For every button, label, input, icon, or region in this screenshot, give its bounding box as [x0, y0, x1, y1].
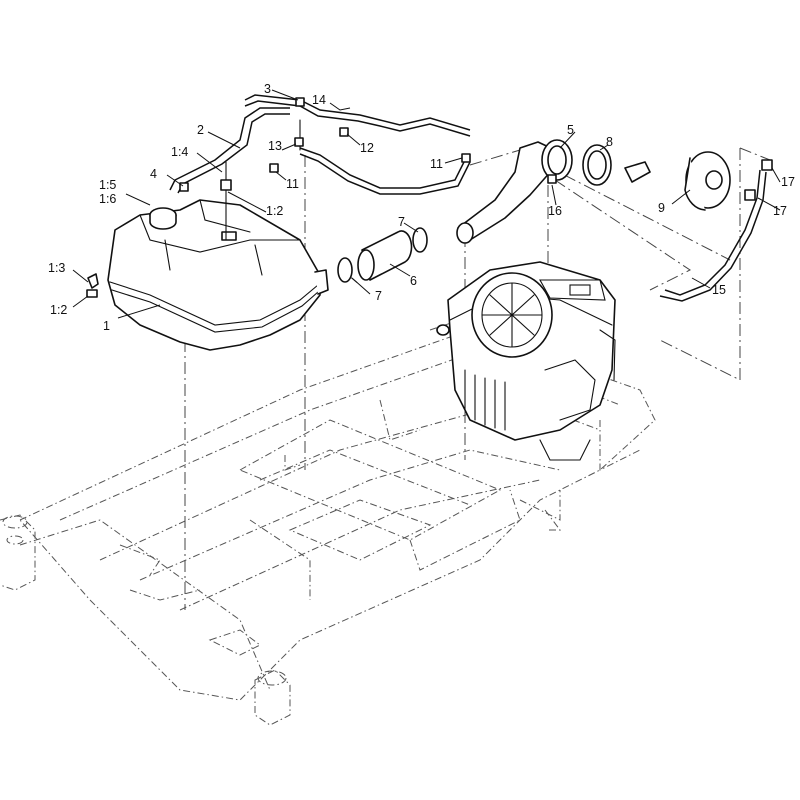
callout-11-left: 11	[286, 177, 299, 191]
callout-14: 14	[312, 93, 326, 107]
fuel-cap	[624, 151, 731, 211]
callout-7-lower: 7	[375, 289, 382, 303]
callout-13: 13	[268, 139, 282, 153]
callout-16: 16	[548, 204, 562, 218]
callout-labels: 1 1:2 1:3 1:4 1:5 1:6 1:2 2 3 4 5 6 7 7 …	[48, 82, 795, 333]
tank-fitting	[86, 273, 99, 298]
fuel-hose-assembly	[337, 227, 428, 283]
engine	[436, 261, 616, 461]
fuel-tank	[107, 199, 329, 351]
hose-clamps	[179, 97, 471, 192]
callout-17-lower: 17	[773, 204, 787, 218]
vent-hose	[547, 159, 773, 302]
callout-1-5: 1:5	[99, 178, 116, 192]
callout-5: 5	[567, 123, 574, 137]
callout-11-right: 11	[430, 157, 443, 171]
leader-lines	[72, 89, 781, 319]
callout-7-upper: 7	[398, 215, 405, 229]
callout-2: 2	[197, 123, 204, 137]
callout-3: 3	[264, 82, 271, 96]
callout-4: 4	[150, 167, 157, 181]
callout-1-6: 1:6	[99, 192, 116, 206]
callout-1: 1	[103, 319, 110, 333]
callout-8: 8	[606, 135, 613, 149]
callout-6: 6	[410, 274, 417, 288]
fuel-line-tubes	[169, 94, 471, 195]
filler-gasket	[582, 144, 612, 186]
filler-neck	[456, 139, 573, 244]
callout-12: 12	[360, 141, 374, 155]
callout-1-4: 1:4	[171, 145, 188, 159]
fuel-pickup	[220, 161, 232, 241]
callout-1-3: 1:3	[48, 261, 65, 275]
callout-1-2-lower: 1:2	[50, 303, 67, 317]
callout-9: 9	[658, 201, 665, 215]
callout-17-upper: 17	[781, 175, 795, 189]
callout-1-2-upper: 1:2	[266, 204, 283, 218]
callout-15: 15	[712, 283, 726, 297]
